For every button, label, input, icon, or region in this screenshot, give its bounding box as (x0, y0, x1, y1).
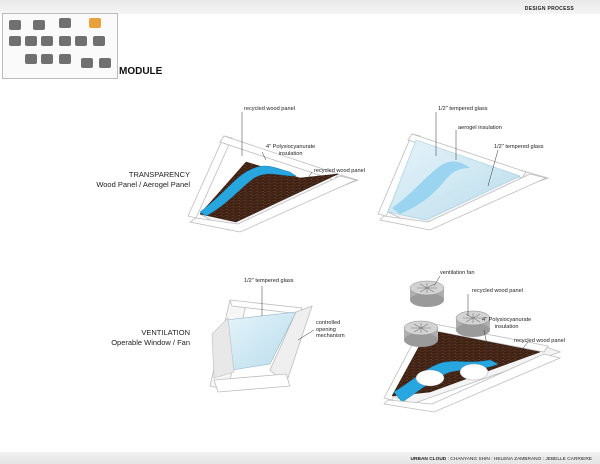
frame-left (377, 133, 421, 217)
label-polyiso-insulation: 4" Polysiocyanurate insulation (482, 317, 532, 330)
label-tempered-glass: 1/2" tempered glass (494, 144, 544, 150)
label-recycled-wood-panel: recycled wood panel (314, 168, 365, 174)
flow-node (41, 36, 53, 46)
footer-project: URBAN CLOUD (410, 457, 447, 462)
flow-node (59, 18, 71, 28)
ventilation-fan-module (383, 275, 562, 413)
flow-node (81, 58, 93, 68)
aerogel-panel-module (377, 112, 550, 231)
label-tempered-glass: 1/2" tempered glass (438, 106, 488, 112)
transparency-heading: TRANSPARENCY Wood Panel / Aerogel Panel (0, 170, 190, 190)
window-sash (211, 317, 235, 379)
flow-node-highlighted (89, 18, 101, 28)
frame-bottom (213, 373, 291, 393)
leader-line (261, 151, 267, 161)
frame-bottom (383, 353, 562, 413)
fan-unit (455, 310, 491, 337)
process-flow-thumbnail[interactable] (2, 13, 118, 79)
label-recycled-wood-panel: recycled wood panel (244, 106, 295, 112)
aerogel-layer (392, 161, 470, 214)
label-aerogel-insulation: aerogel insulation (458, 125, 502, 131)
flow-node (75, 36, 87, 46)
transparency-subtitle: Wood Panel / Aerogel Panel (96, 180, 190, 189)
wood-panel-module (187, 112, 360, 233)
frame-bottom (188, 175, 358, 233)
fan-opening (459, 363, 489, 381)
ventilation-title: VENTILATION (141, 328, 190, 337)
frame-left (187, 135, 233, 219)
flow-node (9, 36, 21, 46)
leader-line (303, 171, 313, 185)
wood-panel (199, 161, 339, 223)
label-recycled-wood-panel: recycled wood panel (514, 338, 565, 344)
label-polyiso-insulation: 4" Polysiocyanurate insulation (266, 144, 316, 157)
flow-node (41, 54, 53, 64)
flow-node (9, 20, 21, 30)
design-process-tag: DESIGN PROCESS (524, 6, 574, 12)
footer-authors: : CHANYANG SHIN : HELENA ZAMBRANO : JEBE… (447, 457, 592, 462)
footer-credits: URBAN CLOUD : CHANYANG SHIN : HELENA ZAM… (411, 457, 592, 462)
bottom-band (0, 452, 600, 464)
leader-line (297, 329, 315, 341)
flow-node (59, 36, 71, 46)
label-recycled-wood-panel: recycled wood panel (472, 288, 523, 294)
ventilation-heading: VENTILATION Operable Window / Fan (0, 328, 190, 348)
leader-line (483, 329, 489, 351)
insulation-layer (199, 165, 297, 217)
leader-line (487, 149, 499, 187)
flow-node (99, 58, 111, 68)
ventilation-subtitle: Operable Window / Fan (111, 338, 190, 347)
flow-node (93, 36, 105, 46)
fan-opening (415, 369, 445, 387)
flow-node (25, 54, 37, 64)
fan-unit (403, 320, 439, 347)
label-opening-mechanism: controlled opening mechanism (316, 320, 345, 339)
fan-unit (409, 280, 445, 307)
label-ventilation-fan: ventilation fan (440, 270, 475, 276)
transparency-title: TRANSPARENCY (128, 170, 190, 179)
frame-bottom (379, 173, 548, 231)
leader-line (433, 275, 441, 287)
flow-node (33, 20, 45, 30)
module-title: MODULE (119, 66, 163, 77)
flow-node (25, 36, 37, 46)
top-band (0, 0, 600, 14)
label-tempered-glass: 1/2" tempered glass (244, 278, 294, 284)
flow-node (59, 54, 71, 64)
leader-line (519, 341, 529, 353)
operable-window-module (209, 286, 315, 393)
